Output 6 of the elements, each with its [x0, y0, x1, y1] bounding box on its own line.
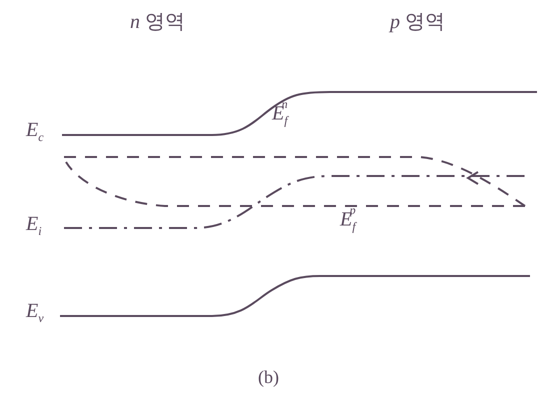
caption: (b) [258, 368, 279, 386]
energy-level-label: E$_{v}$ [26, 301, 44, 324]
energy-level-label: E$_{i}$ [26, 214, 42, 237]
energy-level-label: E$_{c}$ [26, 120, 44, 143]
region-label: p 영역 [390, 12, 445, 32]
region-label: n 영역 [130, 12, 185, 32]
